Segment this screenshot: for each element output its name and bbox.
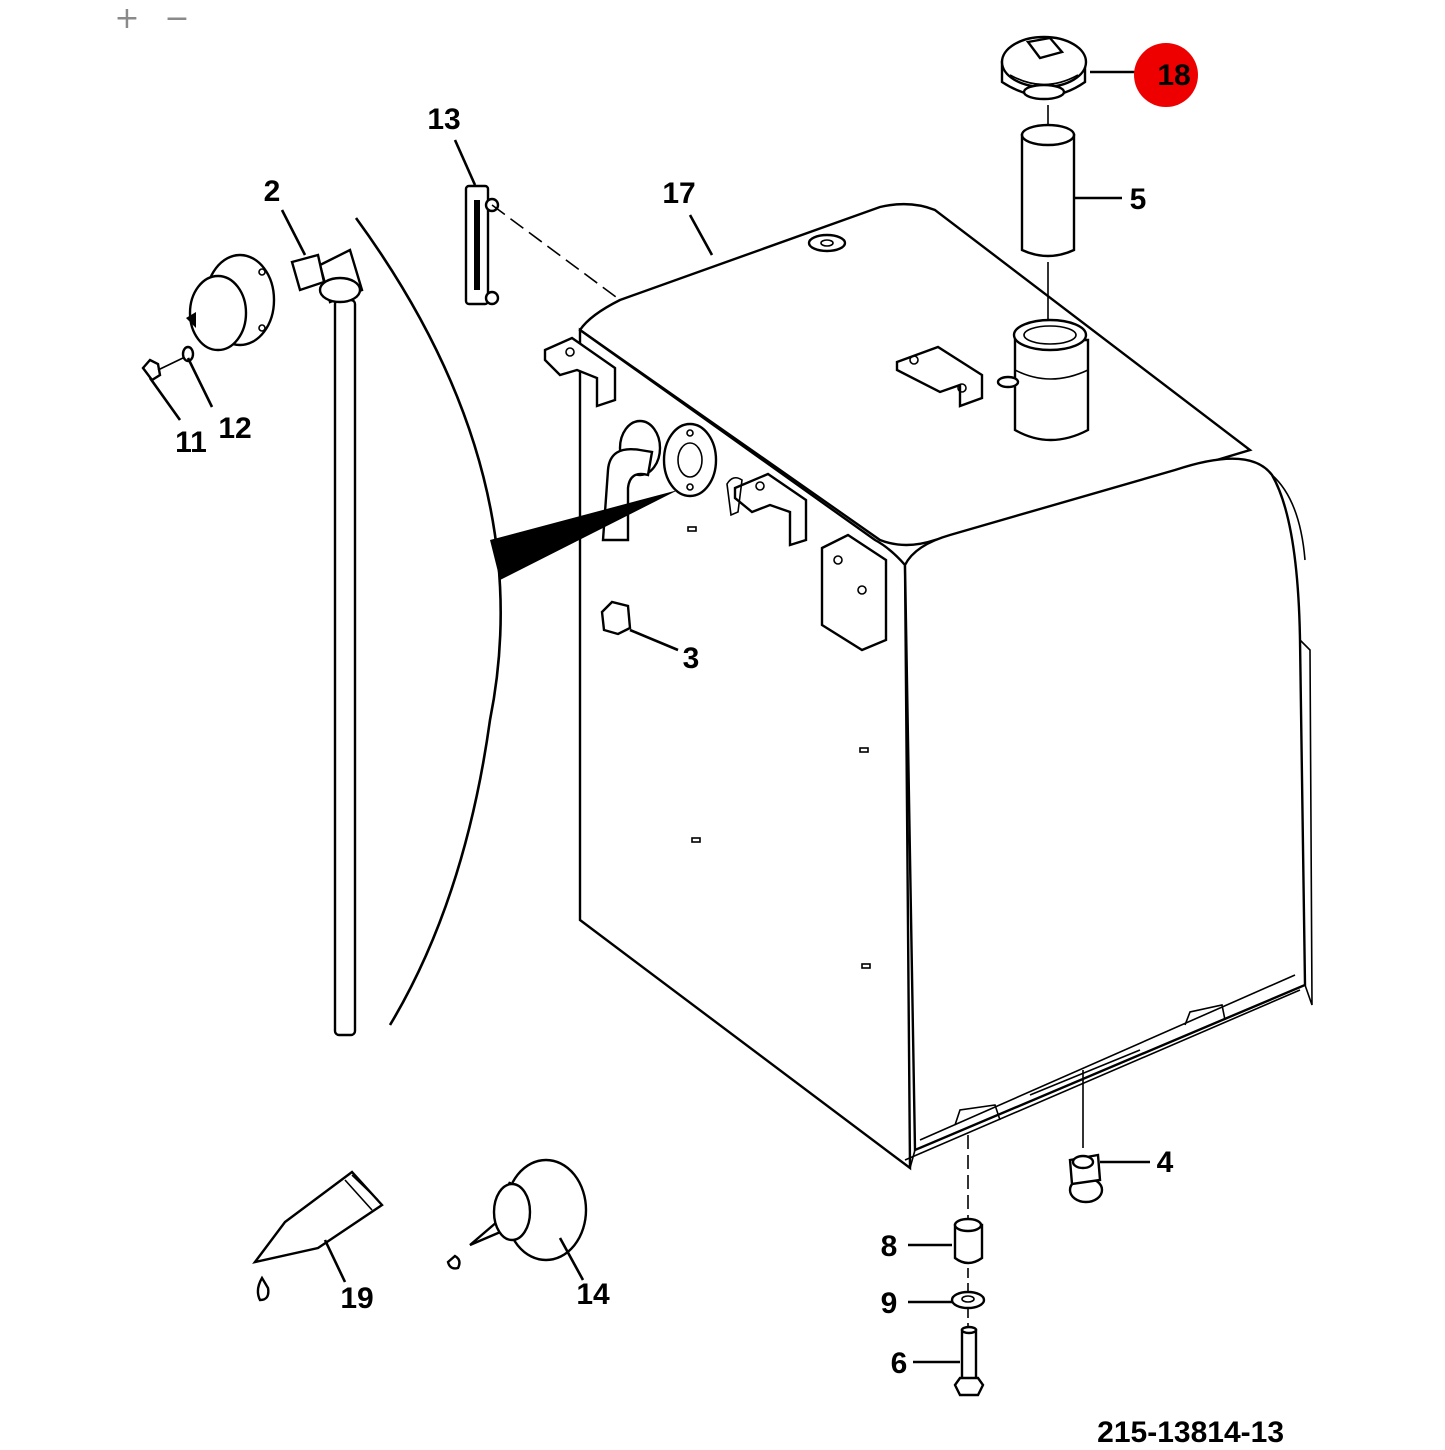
callout-12[interactable]: 12	[218, 412, 251, 445]
callout-11[interactable]: 11	[175, 426, 207, 459]
strainer-tube[interactable]	[1020, 123, 1076, 258]
callout-19[interactable]: 19	[340, 1282, 373, 1315]
adhesive-bottle[interactable]	[446, 1158, 588, 1270]
callout-17[interactable]: 17	[662, 177, 695, 210]
callout-3[interactable]: 3	[683, 642, 700, 675]
callout-18[interactable]: 18	[1157, 59, 1190, 92]
spacer[interactable]	[953, 1217, 984, 1265]
callout-9[interactable]: 9	[881, 1287, 898, 1320]
hydraulic-tank[interactable]	[543, 202, 1313, 1171]
callout-14[interactable]: 14	[576, 1278, 610, 1311]
highlight-marker[interactable]	[1134, 43, 1198, 107]
drain-plug[interactable]	[1068, 1153, 1104, 1204]
level-sensor-assembly[interactable]	[186, 248, 364, 1037]
callout-4[interactable]: 4	[1157, 1146, 1174, 1179]
callout-2[interactable]: 2	[264, 175, 281, 208]
washer[interactable]	[950, 1290, 986, 1310]
filler-cap[interactable]	[1000, 35, 1088, 101]
mounting-bolt[interactable]	[953, 1325, 985, 1397]
zoom-out-button[interactable]: −	[160, 2, 194, 36]
callout-8[interactable]: 8	[881, 1230, 898, 1263]
sealant-tube[interactable]	[252, 1170, 384, 1302]
detail-pointer	[490, 490, 678, 580]
sight-gauge[interactable]	[464, 184, 500, 306]
callout-6[interactable]: 6	[891, 1347, 908, 1380]
zoom-in-button[interactable]: +	[110, 2, 144, 36]
detail-callout-arc	[354, 217, 502, 1026]
fitting-nut[interactable]	[600, 600, 632, 636]
leader-lines	[148, 70, 1150, 1364]
bolt-and-washer[interactable]	[141, 345, 195, 382]
callout-13[interactable]: 13	[427, 103, 460, 136]
callout-5[interactable]: 5	[1130, 183, 1147, 216]
drawing-number: 215-13814-13	[1097, 1416, 1284, 1445]
